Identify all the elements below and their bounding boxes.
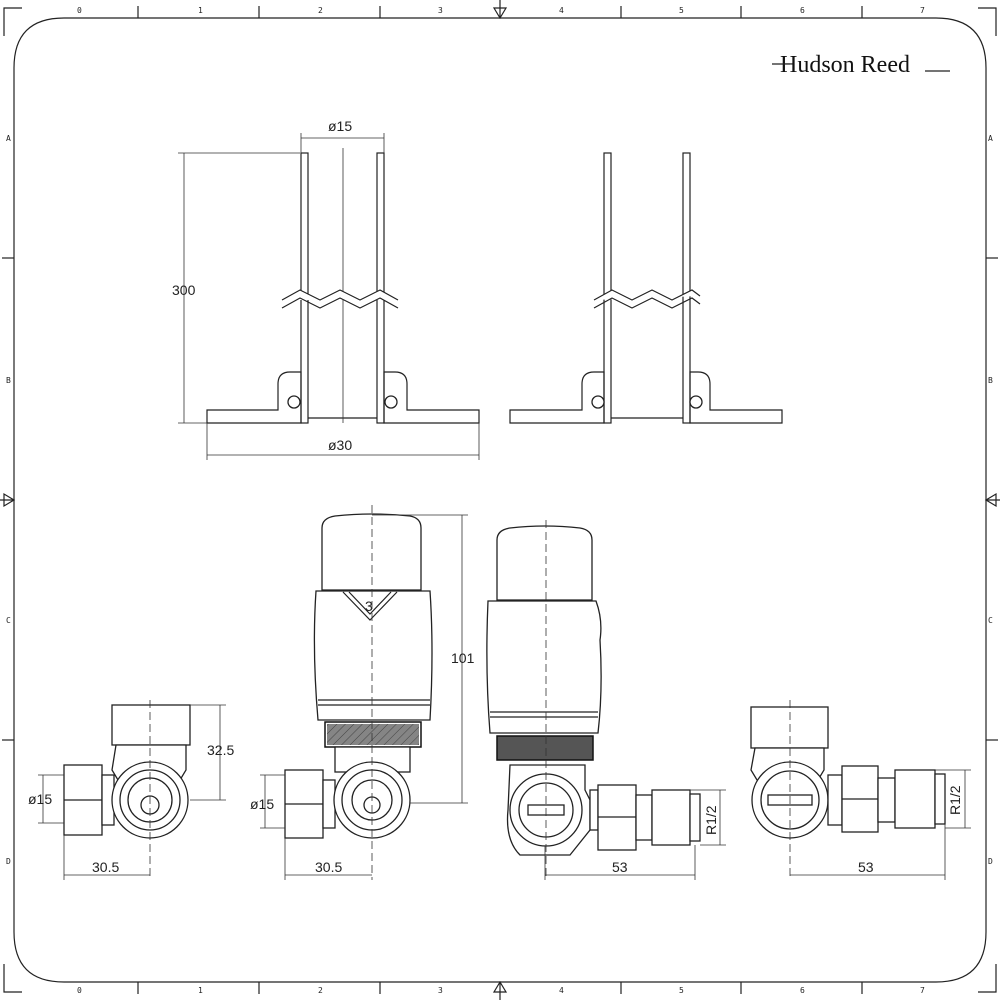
pipe-sleeve-section-right: [509, 152, 783, 424]
ruler-label: 4: [559, 6, 564, 15]
logo-text: Hudson Reed: [780, 52, 910, 78]
dial-number: 3: [365, 598, 373, 614]
ruler-label: D: [6, 857, 11, 866]
thread-label: R1/2: [703, 805, 719, 835]
width-label: 30.5: [92, 859, 119, 875]
ruler-label: 5: [679, 986, 684, 995]
head-height-label: 32.5: [207, 742, 234, 758]
ruler-label: B: [988, 376, 993, 385]
thermostatic-valve-side: [486, 520, 701, 880]
brand-logo: Hudson Reed: [772, 52, 950, 78]
dimension-lines-side: [544, 789, 726, 880]
ruler-label: 6: [800, 986, 805, 995]
width-label: 30.5: [315, 859, 342, 875]
pipe-length-label: 300: [172, 282, 196, 298]
ruler-label: A: [988, 134, 993, 143]
ruler-label: 0: [77, 6, 82, 15]
inlet-diameter-label: ø15: [250, 796, 274, 812]
ruler-column-labels-bottom: 0 1 2 3 4 5 6 7: [77, 986, 925, 995]
inlet-diameter-label: ø15: [28, 791, 52, 807]
pipe-diameter-label: ø15: [328, 118, 352, 134]
dimension-lines-right: [790, 769, 971, 880]
ruler-label: C: [6, 616, 11, 625]
ruler-label: 5: [679, 6, 684, 15]
ruler-label: 7: [920, 6, 925, 15]
angled-valve-end-view: [63, 700, 191, 880]
ruler-label: 0: [77, 986, 82, 995]
ruler-label: 4: [559, 986, 564, 995]
ruler-label: 2: [318, 6, 323, 15]
ruler-label: 3: [438, 6, 443, 15]
ruler-label: 1: [198, 6, 203, 15]
thermostatic-valve-front: 3: [284, 505, 433, 880]
ruler-label: 3: [438, 986, 443, 995]
ruler-column-labels-top: 0 1 2 3 4 5 6 7: [77, 6, 925, 15]
tail-length-label: 53: [612, 859, 628, 875]
ruler-label: 6: [800, 6, 805, 15]
tail-length-label: 53: [858, 859, 874, 875]
ruler-label: 2: [318, 986, 323, 995]
ruler-row-labels: A B C D A B C D: [6, 134, 993, 866]
ruler-label: A: [6, 134, 11, 143]
dimension-lines-straight: [260, 514, 468, 880]
ruler-label: D: [988, 857, 993, 866]
pipe-sleeve-section-left: [206, 148, 480, 424]
ruler-label: C: [988, 616, 993, 625]
ruler-label: B: [6, 376, 11, 385]
dimension-lines-angled: [38, 704, 226, 880]
angled-valve-side-view: [750, 700, 946, 880]
flange-diameter-label: ø30: [328, 437, 352, 453]
thread-label: R1/2: [947, 785, 963, 815]
valve-height-label: 101: [451, 650, 475, 666]
dimension-lines-top: [178, 133, 480, 460]
ruler-label: 1: [198, 986, 203, 995]
ruler-label: 7: [920, 986, 925, 995]
